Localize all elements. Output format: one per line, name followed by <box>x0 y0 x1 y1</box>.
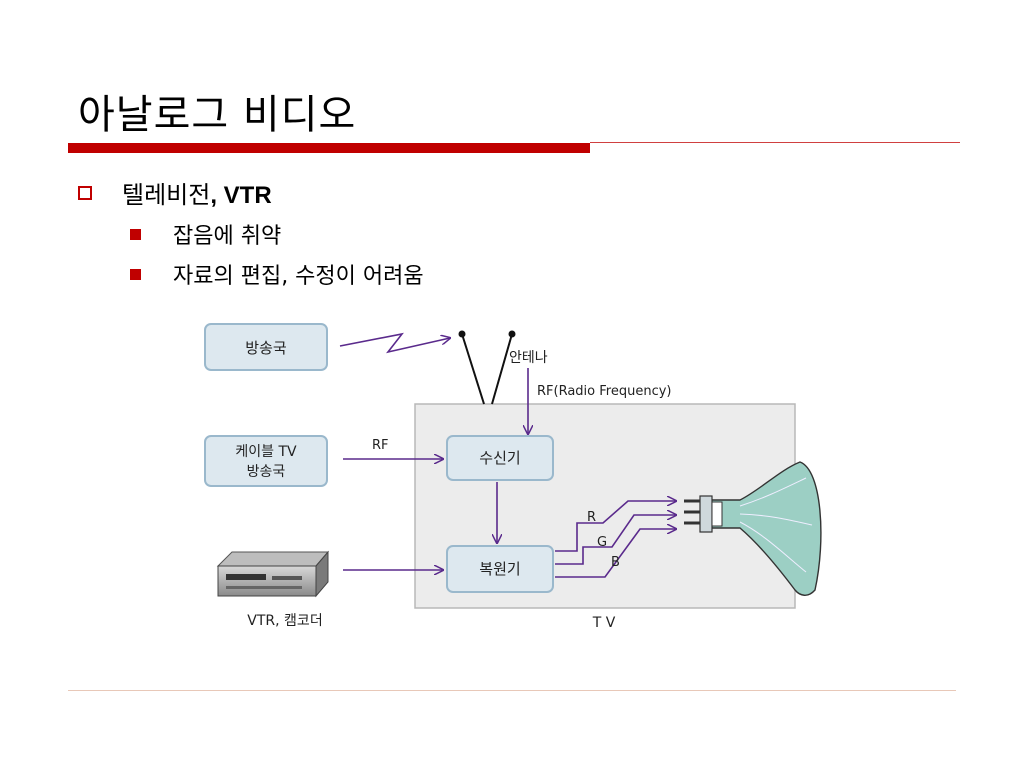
signal-g-label: G <box>597 535 607 550</box>
title-underline-thin <box>590 142 960 143</box>
rf-radio-frequency-label: RF(Radio Frequency) <box>537 384 671 399</box>
broadcast-station-box <box>204 323 328 371</box>
hollow-square-bullet-icon <box>78 185 92 200</box>
filled-square-bullet-icon <box>130 268 141 280</box>
filled-square-bullet-icon <box>130 228 141 240</box>
bullet-level2-item: 자료의 편집, 수정이 어려움 <box>130 258 424 290</box>
vcr-device-icon <box>216 550 330 598</box>
signal-r-label: R <box>587 510 596 525</box>
wireless-signal-arrow <box>339 332 450 354</box>
bullet-level2-item: 잡음에 취약 <box>130 218 281 250</box>
tv-label: T V <box>592 615 616 631</box>
rf-label: RF <box>372 438 389 453</box>
footer-divider <box>68 690 956 691</box>
receiver-label: 수신기 <box>479 449 520 467</box>
bullet-level2-text: 잡음에 취약 <box>173 224 282 249</box>
broadcast-station-label: 방송국 <box>245 339 287 357</box>
bullet-level2-text: 자료의 편집, 수정이 어려움 <box>173 264 424 289</box>
bullet-level1: 텔레비전, VTR <box>78 175 272 210</box>
cable-tv-label-line2: 방송국 <box>247 464 286 480</box>
antenna-label: 안테나 <box>509 350 548 366</box>
bullet-level1-text: 텔레비전, VTR <box>122 181 272 209</box>
vtr-camcorder-label: VTR, 캠코더 <box>247 613 322 629</box>
receiver-box <box>446 435 554 481</box>
decoder-label: 복원기 <box>479 560 520 578</box>
decoder-box <box>446 545 554 593</box>
title-underline-thick <box>68 143 590 153</box>
slide-title: 아날로그 비디오 <box>78 92 357 138</box>
crt-tube-icon <box>684 461 822 596</box>
cable-tv-label-line1: 케이블 TV <box>235 444 297 460</box>
antenna-icon <box>458 330 516 405</box>
rgb-signal-lines <box>555 501 676 578</box>
signal-b-label: B <box>611 555 620 570</box>
cable-tv-station-box <box>204 435 328 487</box>
